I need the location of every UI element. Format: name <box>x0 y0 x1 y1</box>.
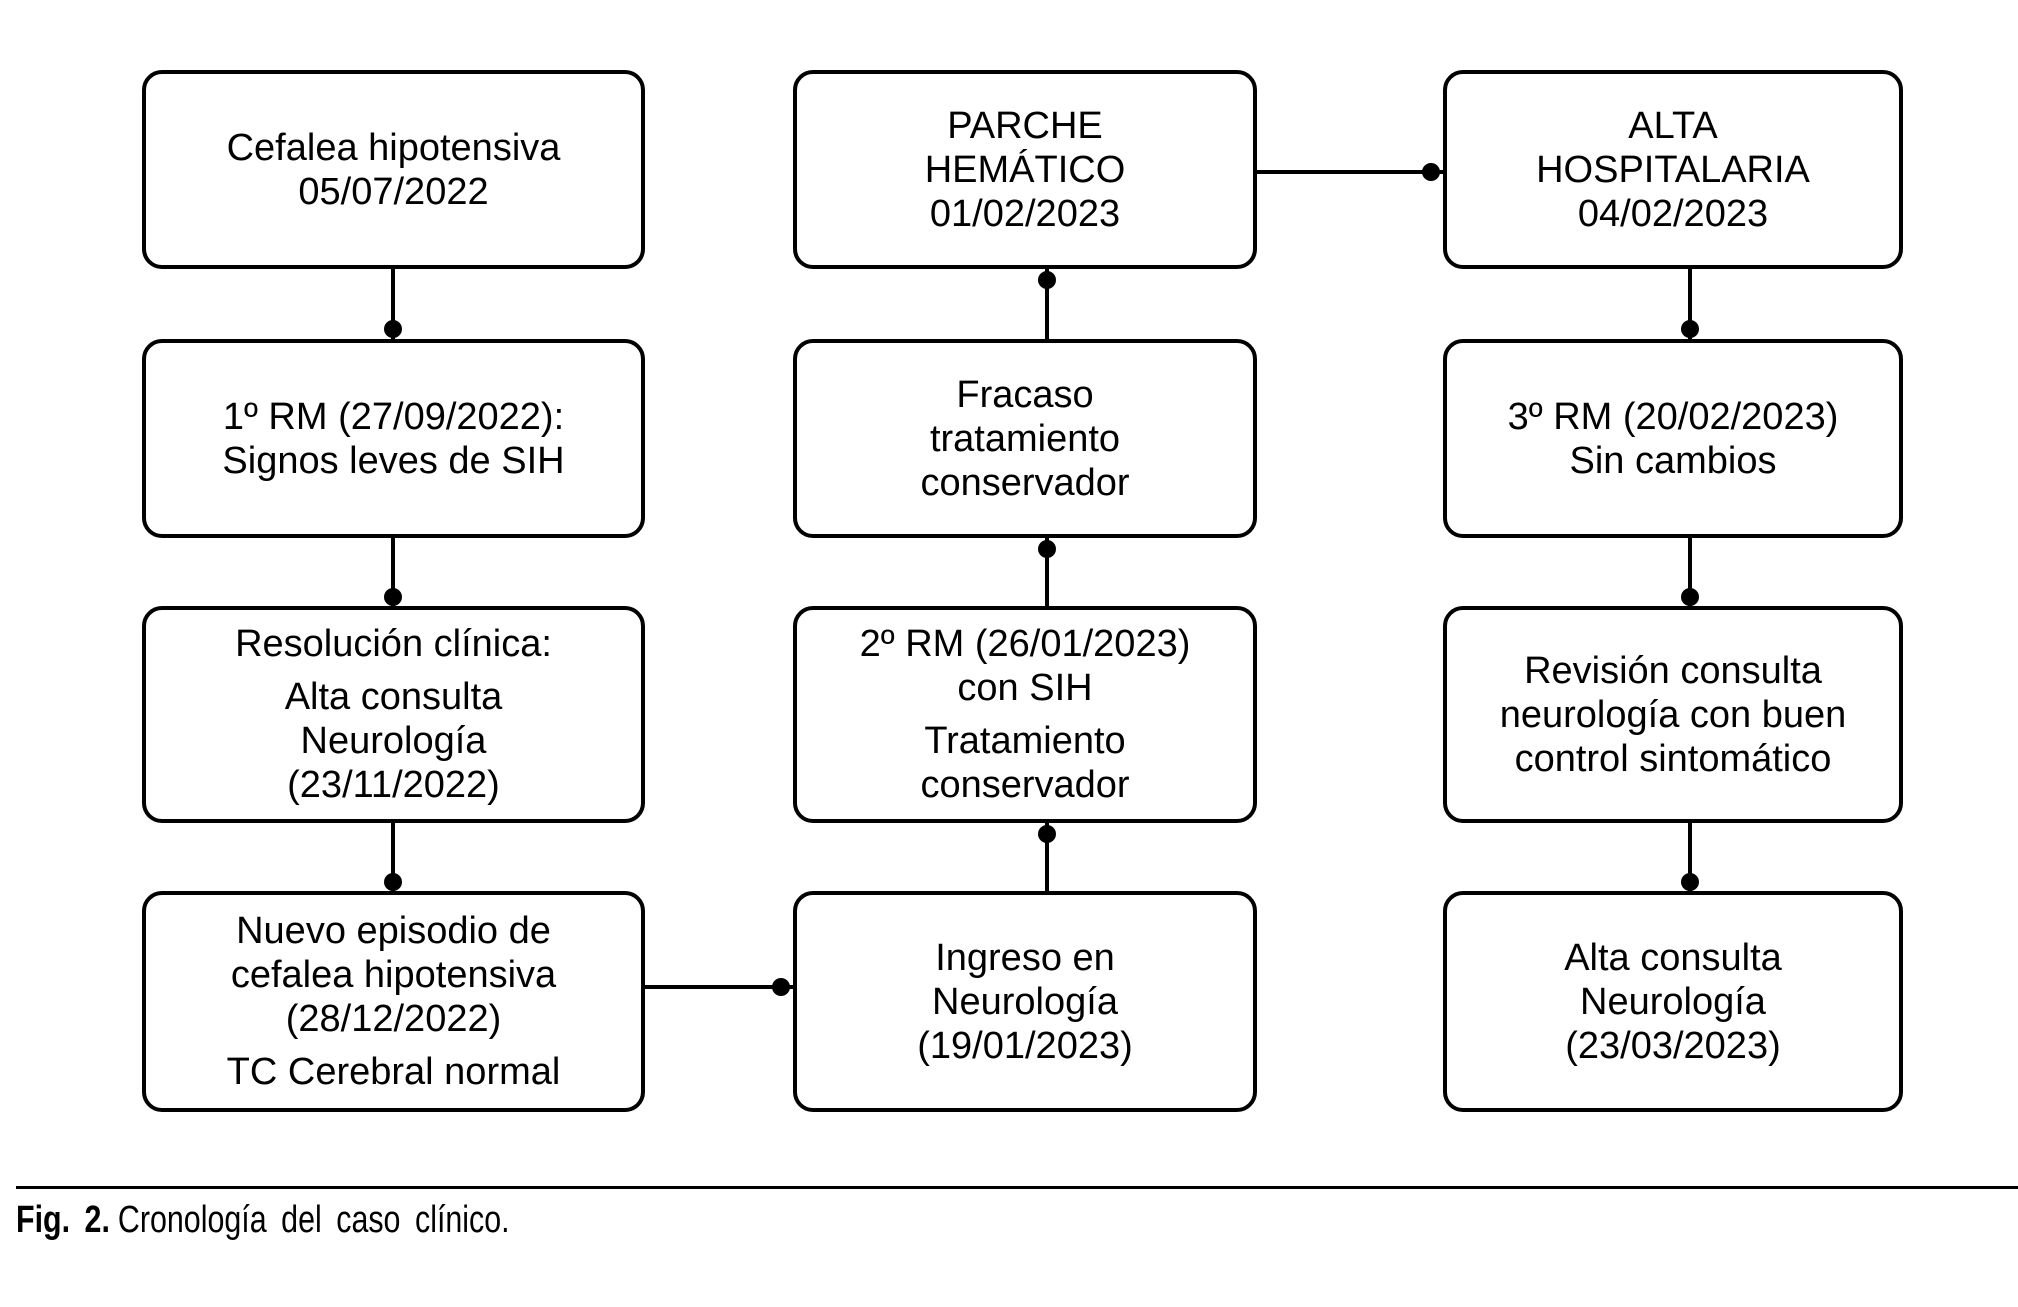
node-text: Nuevo episodio de cefalea hipotensiva (2… <box>230 910 557 1040</box>
flow-dot-m2-m1 <box>1038 271 1056 289</box>
flow-dot-m1-r1 <box>1422 163 1440 181</box>
node-text: Ingreso en Neurología (19/01/2023) <box>917 936 1133 1067</box>
connector-line-l3-l4 <box>391 823 395 891</box>
flow-dot-r2-r3 <box>1681 588 1699 606</box>
node-resolucion-clinica: Resolución clínica: Alta consulta Neurol… <box>142 606 645 823</box>
node-cefalea-hipotensiva: Cefalea hipotensiva 05/07/2022 <box>142 70 645 269</box>
caption-divider <box>16 1186 2018 1189</box>
flow-dot-l3-l4 <box>384 873 402 891</box>
node-revision-consulta: Revisión consulta neurología con buen co… <box>1443 606 1903 823</box>
connector-line-m3-m2 <box>1045 538 1049 606</box>
node-segunda-rm: 2º RM (26/01/2023) con SIH Tratamiento c… <box>793 606 1257 823</box>
connector-line-m1-r1 <box>1257 170 1443 174</box>
node-fracaso-tratamiento: Fracaso tratamiento conservador <box>793 339 1257 538</box>
node-alta-hospitalaria: ALTA HOSPITALARIA 04/02/2023 <box>1443 70 1903 269</box>
connector-line-m2-m1 <box>1045 269 1049 339</box>
node-text: Resolución clínica: <box>235 623 552 665</box>
figure-caption: Fig. 2.Cronología del caso clínico. <box>16 1197 510 1243</box>
node-text: Cefalea hipotensiva 05/07/2022 <box>226 126 561 213</box>
connector-line-r3-r4 <box>1688 823 1692 891</box>
connector-line-r2-r3 <box>1688 538 1692 606</box>
connector-line-l4-m4 <box>645 985 793 989</box>
node-primera-rm: 1º RM (27/09/2022): Signos leves de SIH <box>142 339 645 538</box>
node-text: Alta consulta Neurología (23/11/2022) <box>284 676 503 806</box>
node-text: ALTA HOSPITALARIA 04/02/2023 <box>1536 104 1810 235</box>
connector-line-l2-l3 <box>391 538 395 606</box>
node-text: 3º RM (20/02/2023) Sin cambios <box>1507 395 1839 482</box>
flow-dot-l2-l3 <box>384 588 402 606</box>
node-text: 1º RM (27/09/2022): Signos leves de SIH <box>222 395 565 482</box>
caption-label: Fig. 2. <box>16 1199 110 1241</box>
flow-dot-m3-m2 <box>1038 540 1056 558</box>
node-text: 2º RM (26/01/2023) con SIH <box>859 623 1191 709</box>
node-text: Fracaso tratamiento conservador <box>920 373 1130 504</box>
node-alta-consulta-neurologia: Alta consulta Neurología (23/03/2023) <box>1443 891 1903 1112</box>
node-text: Revisión consulta neurología con buen co… <box>1499 649 1847 780</box>
connector-line-r1-r2 <box>1688 269 1692 339</box>
flow-dot-l1-l2 <box>384 320 402 338</box>
node-text: PARCHE HEMÁTICO 01/02/2023 <box>924 104 1126 235</box>
flow-dot-r3-r4 <box>1681 873 1699 891</box>
node-ingreso-neurologia: Ingreso en Neurología (19/01/2023) <box>793 891 1257 1112</box>
connector-line-l1-l2 <box>391 269 395 339</box>
connector-line-m4-m3 <box>1045 823 1049 891</box>
node-parche-hematico: PARCHE HEMÁTICO 01/02/2023 <box>793 70 1257 269</box>
flow-dot-m4-m3 <box>1038 825 1056 843</box>
caption-text: Cronología del caso clínico. <box>117 1199 510 1241</box>
node-nuevo-episodio-cefalea: Nuevo episodio de cefalea hipotensiva (2… <box>142 891 645 1112</box>
node-text: Alta consulta Neurología (23/03/2023) <box>1564 936 1782 1067</box>
node-text: Tratamiento conservador <box>920 720 1130 806</box>
flow-dot-l4-m4 <box>772 978 790 996</box>
node-tercera-rm: 3º RM (20/02/2023) Sin cambios <box>1443 339 1903 538</box>
flow-dot-r1-r2 <box>1681 320 1699 338</box>
node-text: TC Cerebral normal <box>226 1051 561 1093</box>
